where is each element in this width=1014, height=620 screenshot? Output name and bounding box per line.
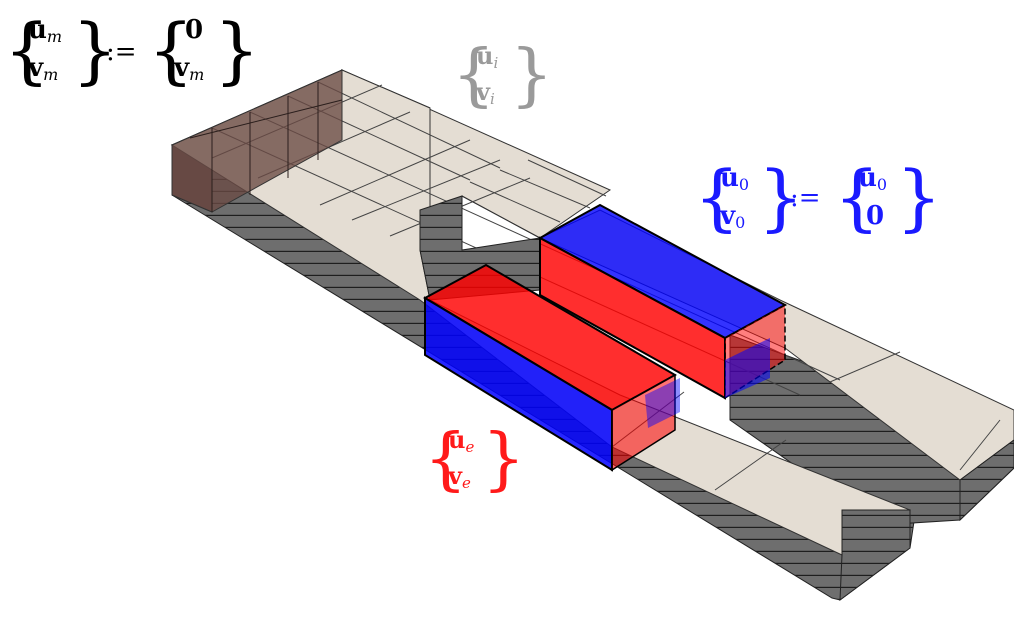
brace-left-master: { [4,8,50,92]
label-zero-face: { u0 v0 } := { u0 0 } [694,155,942,239]
label-interior: { ui vi } [452,36,553,115]
zero-u: u0 [720,163,749,194]
brace-right-zero-rhs: } [896,155,942,239]
brace-left-interior: { [452,36,495,115]
zero-rhs-zero: 0 [866,201,884,231]
electrode-red-end-blue [645,378,680,428]
brace-right-zero: } [758,155,804,239]
electrode-blue-box [537,203,788,400]
electrode-u: ue [448,425,474,456]
brace-left-master-rhs: { [148,8,194,92]
right-arm-end-face [959,439,1014,522]
brace-right-electrode: } [482,420,525,499]
electrode-blue-end-blue [725,338,770,398]
master-rhs-zero: 0 [185,15,203,45]
label-electrode: { ue ve } [424,420,525,499]
master-region-grid [189,82,343,212]
electrode-red-box [422,263,680,472]
electrode-v: ve [447,461,471,492]
label-master: { um vm } := { 0 vm } [4,8,260,92]
master-region [171,69,343,213]
zero-assign: := [790,183,821,213]
brace-left-electrode: { [424,420,467,499]
brace-right-master: } [72,8,118,92]
brace-left-zero: { [694,155,740,239]
master-rhs-v: vm [173,53,204,84]
zero-v: v0 [719,201,745,232]
brace-left-zero-rhs: { [834,155,880,239]
master-u: um [28,15,62,46]
interior-u: ui [476,41,498,72]
electrode-red-end [611,373,676,472]
interior-v: vi [475,77,495,108]
master-v: vm [27,53,58,84]
left-arm-end-face [839,509,911,602]
master-assign: := [106,37,137,67]
zero-rhs-u: u0 [858,163,887,194]
brace-right-interior: } [510,36,553,115]
brace-right-master-rhs: } [214,8,260,92]
